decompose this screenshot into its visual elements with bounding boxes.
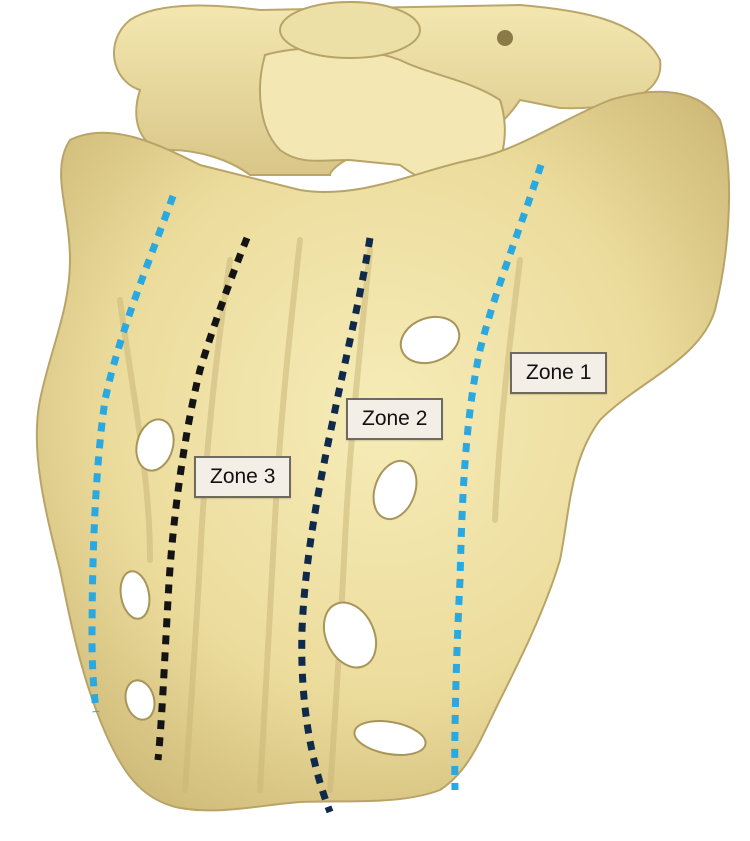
zone3-boundary-left [154,236,251,761]
zone2-boundary [298,237,374,814]
zone-lines [88,163,545,814]
zone-3-label: Zone 3 [194,456,292,498]
zone1-boundary-left [88,194,177,713]
lumbar-vertebra [113,1,662,190]
sacrum-bone [35,90,731,812]
sacral-foramina [119,315,461,756]
zone-1-label: Zone 1 [510,352,608,394]
zone1-boundary-right [451,163,545,791]
bone-ridges [117,237,523,793]
zone-2-label: Zone 2 [346,398,444,440]
